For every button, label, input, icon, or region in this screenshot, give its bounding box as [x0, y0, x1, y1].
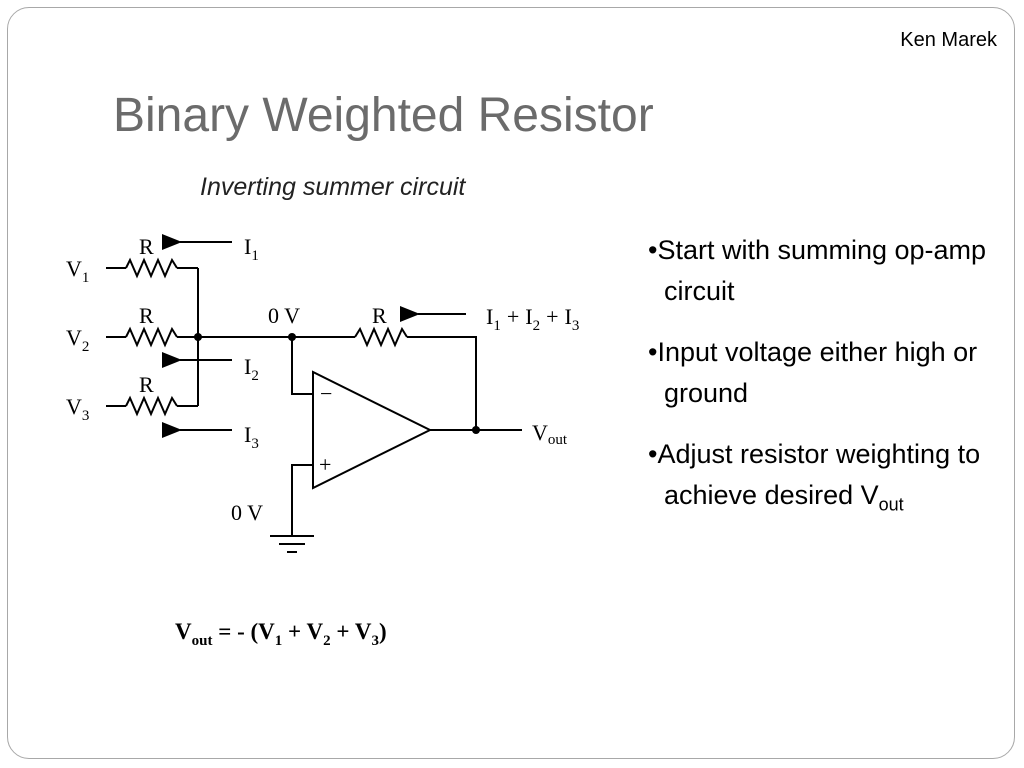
diagram-heading: Inverting summer circuit: [200, 173, 466, 201]
input-label-2: V2: [66, 325, 89, 355]
junction-dot-summing: [288, 333, 296, 341]
bullet-item: •Input voltage either high or ground: [648, 332, 988, 414]
non-inverting-input-wire: [291, 464, 313, 536]
author-name: Ken Marek: [900, 29, 997, 51]
resistor-label-2: R: [139, 303, 154, 328]
inverting-input-wire: [291, 337, 313, 395]
output-formula: Vout = - (V1 + V2 + V3): [175, 619, 387, 649]
bullet-list: •Start with summing op-amp circuit •Inpu…: [648, 230, 988, 545]
resistor-label-3: R: [139, 372, 154, 397]
feedback-current-label: I1+I2+I3: [486, 304, 579, 334]
bullet-item: •Start with summing op-amp circuit: [648, 230, 988, 312]
current-label-1: I1: [244, 234, 259, 264]
resistor-3: [125, 395, 178, 417]
output-label: Vout: [532, 420, 568, 448]
feedback-wire-right: [407, 336, 477, 430]
virtual-ground-label: 0 V: [268, 303, 300, 328]
input-label-1: V1: [66, 256, 89, 286]
non-inverting-sign: +: [319, 452, 331, 477]
junction-dot-output: [472, 426, 480, 434]
resistor-2: [125, 326, 178, 348]
slide-title: Binary Weighted Resistor: [113, 89, 654, 142]
resistor-1: [125, 257, 178, 279]
input-label-3: V3: [66, 394, 89, 424]
bullet-subscript: out: [878, 494, 904, 515]
junction-dot-input: [194, 333, 202, 341]
resistor-label-feedback: R: [372, 303, 387, 328]
bullet-text: Input voltage either high or ground: [657, 337, 978, 408]
current-label-3: I3: [244, 422, 259, 452]
inverting-sign: −: [320, 381, 332, 406]
resistor-label-1: R: [139, 234, 154, 259]
bullet-marker: •: [648, 235, 658, 265]
bullet-marker: •: [648, 337, 658, 367]
op-amp-triangle: [312, 370, 433, 490]
current-label-2: I2: [244, 354, 259, 384]
bullet-marker: •: [648, 439, 658, 469]
slide-frame: [7, 7, 1015, 759]
bullet-text: Adjust resistor weighting to achieve des…: [657, 439, 981, 510]
feedback-resistor: [354, 326, 408, 348]
bullet-item: •Adjust resistor weighting to achieve de…: [648, 434, 988, 525]
bullet-text: Start with summing op-amp circuit: [657, 235, 987, 306]
ground-label: 0 V: [231, 500, 263, 525]
